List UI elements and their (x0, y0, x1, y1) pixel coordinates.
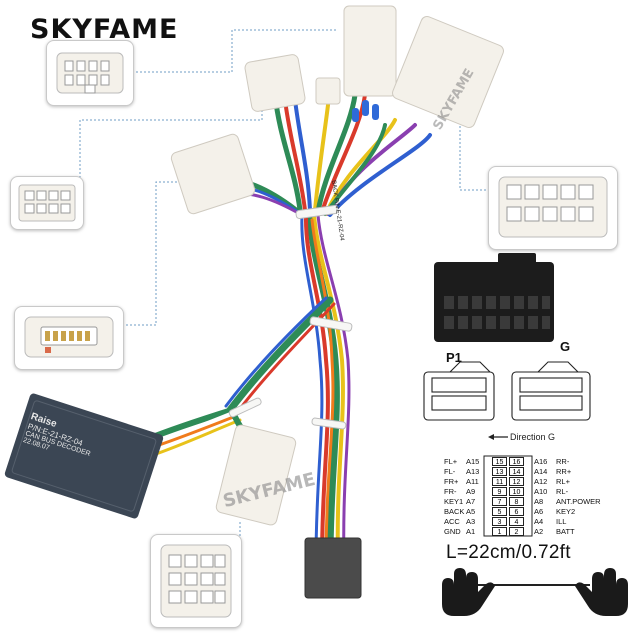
pin-right-code: A2 (534, 527, 544, 536)
connector-face-diagram (434, 253, 554, 342)
pin-left-name: KEY1 (444, 497, 464, 506)
direction-label: Direction G (510, 432, 556, 442)
pin-right-number: 14 (509, 467, 524, 476)
pin-right-code: A12 (534, 477, 548, 486)
pin-left-number: 7 (492, 497, 507, 506)
pin-right-code: A14 (534, 467, 548, 476)
connector-closeup-right (488, 166, 618, 250)
brand-logo: SKYFAME (30, 14, 178, 45)
callout-line-right (459, 110, 490, 191)
pin-left-name: GND (444, 527, 461, 536)
pin-left-name: FR+ (444, 477, 459, 486)
pin-right-name: RL+ (556, 477, 570, 486)
pin-right-code: A10 (534, 487, 548, 496)
pin-left-number: 15 (492, 457, 507, 466)
pin-left-name: BACK (444, 507, 465, 516)
pin-right-name: RR- (556, 457, 570, 466)
pin-right-code: A8 (534, 497, 544, 506)
wire-bundle (142, 92, 432, 564)
plug-connectors (170, 5, 504, 599)
pin-left-code: A9 (466, 487, 476, 496)
pin-right-number: 4 (509, 517, 524, 526)
g-label: G (560, 339, 571, 354)
pin-right-code: A16 (534, 457, 548, 466)
plug-connector-top (343, 5, 397, 97)
pin-left-name: FL- (444, 467, 456, 476)
p1-g-outlines (423, 361, 591, 421)
decoder-box (4, 393, 164, 519)
callout-line-top (132, 29, 338, 73)
pin-right-name: RL- (556, 487, 569, 496)
pin-right-name: RR+ (556, 467, 572, 476)
pin-left-code: A1 (466, 527, 476, 536)
pin-left-code: A3 (466, 517, 476, 526)
pin-left-code: A15 (466, 457, 480, 466)
cable-length: L=22cm/0.72ft (446, 542, 571, 563)
pin-right-name: ILL (556, 517, 567, 526)
pin-right-number: 16 (509, 457, 524, 466)
plug-connector-top-right (392, 16, 504, 128)
callout-line-left-upper (79, 90, 263, 190)
pin-left-name: FR- (444, 487, 457, 496)
pin-left-number: 9 (492, 487, 507, 496)
pin-left-code: A11 (466, 477, 479, 486)
connector-closeup-bottom (150, 534, 242, 628)
pin-right-number: 10 (509, 487, 524, 496)
pin-right-number: 6 (509, 507, 524, 516)
pin-right-name: BATT (556, 527, 575, 536)
pin-right-number: 8 (509, 497, 524, 506)
connector-closeup-top (46, 40, 134, 106)
pin-left-number: 3 (492, 517, 507, 526)
pin-table-frame (483, 455, 533, 537)
plug-connector-top-left (244, 54, 306, 112)
hand-icon-right (575, 568, 628, 616)
pin-right-code: A4 (534, 517, 544, 526)
p1-label: P1 (446, 350, 462, 365)
callout-line-left-mid (122, 181, 200, 326)
cable-ties (228, 205, 353, 430)
plug-connector-bottom-left (215, 424, 297, 526)
crimp-caps (352, 100, 379, 122)
pin-left-name: FL+ (444, 457, 458, 466)
pin-left-code: A7 (466, 497, 476, 506)
pin-right-name: ANT.POWER (556, 497, 601, 506)
plug-connector-bottom-black (304, 537, 362, 599)
pin-left-number: 1 (492, 527, 507, 536)
pin-right-name: KEY2 (556, 507, 576, 516)
pin-right-code: A6 (534, 507, 544, 516)
pin-left-code: A5 (466, 507, 476, 516)
hand-icon-left (442, 568, 495, 616)
direction-arrow (488, 434, 508, 440)
brand-name: SKYFAME (30, 14, 179, 45)
plug-connector-small (315, 77, 341, 105)
pin-right-number: 2 (509, 527, 524, 536)
plug-connector-left (170, 133, 256, 215)
pin-left-code: A13 (466, 467, 480, 476)
connector-closeup-left-mid (14, 306, 124, 370)
pin-left-number: 13 (492, 467, 507, 476)
pin-left-number: 5 (492, 507, 507, 516)
pin-left-name: ACC (444, 517, 460, 526)
connector-closeup-left-upper (10, 176, 84, 230)
pin-right-number: 12 (509, 477, 524, 486)
pin-left-number: 11 (492, 477, 507, 486)
